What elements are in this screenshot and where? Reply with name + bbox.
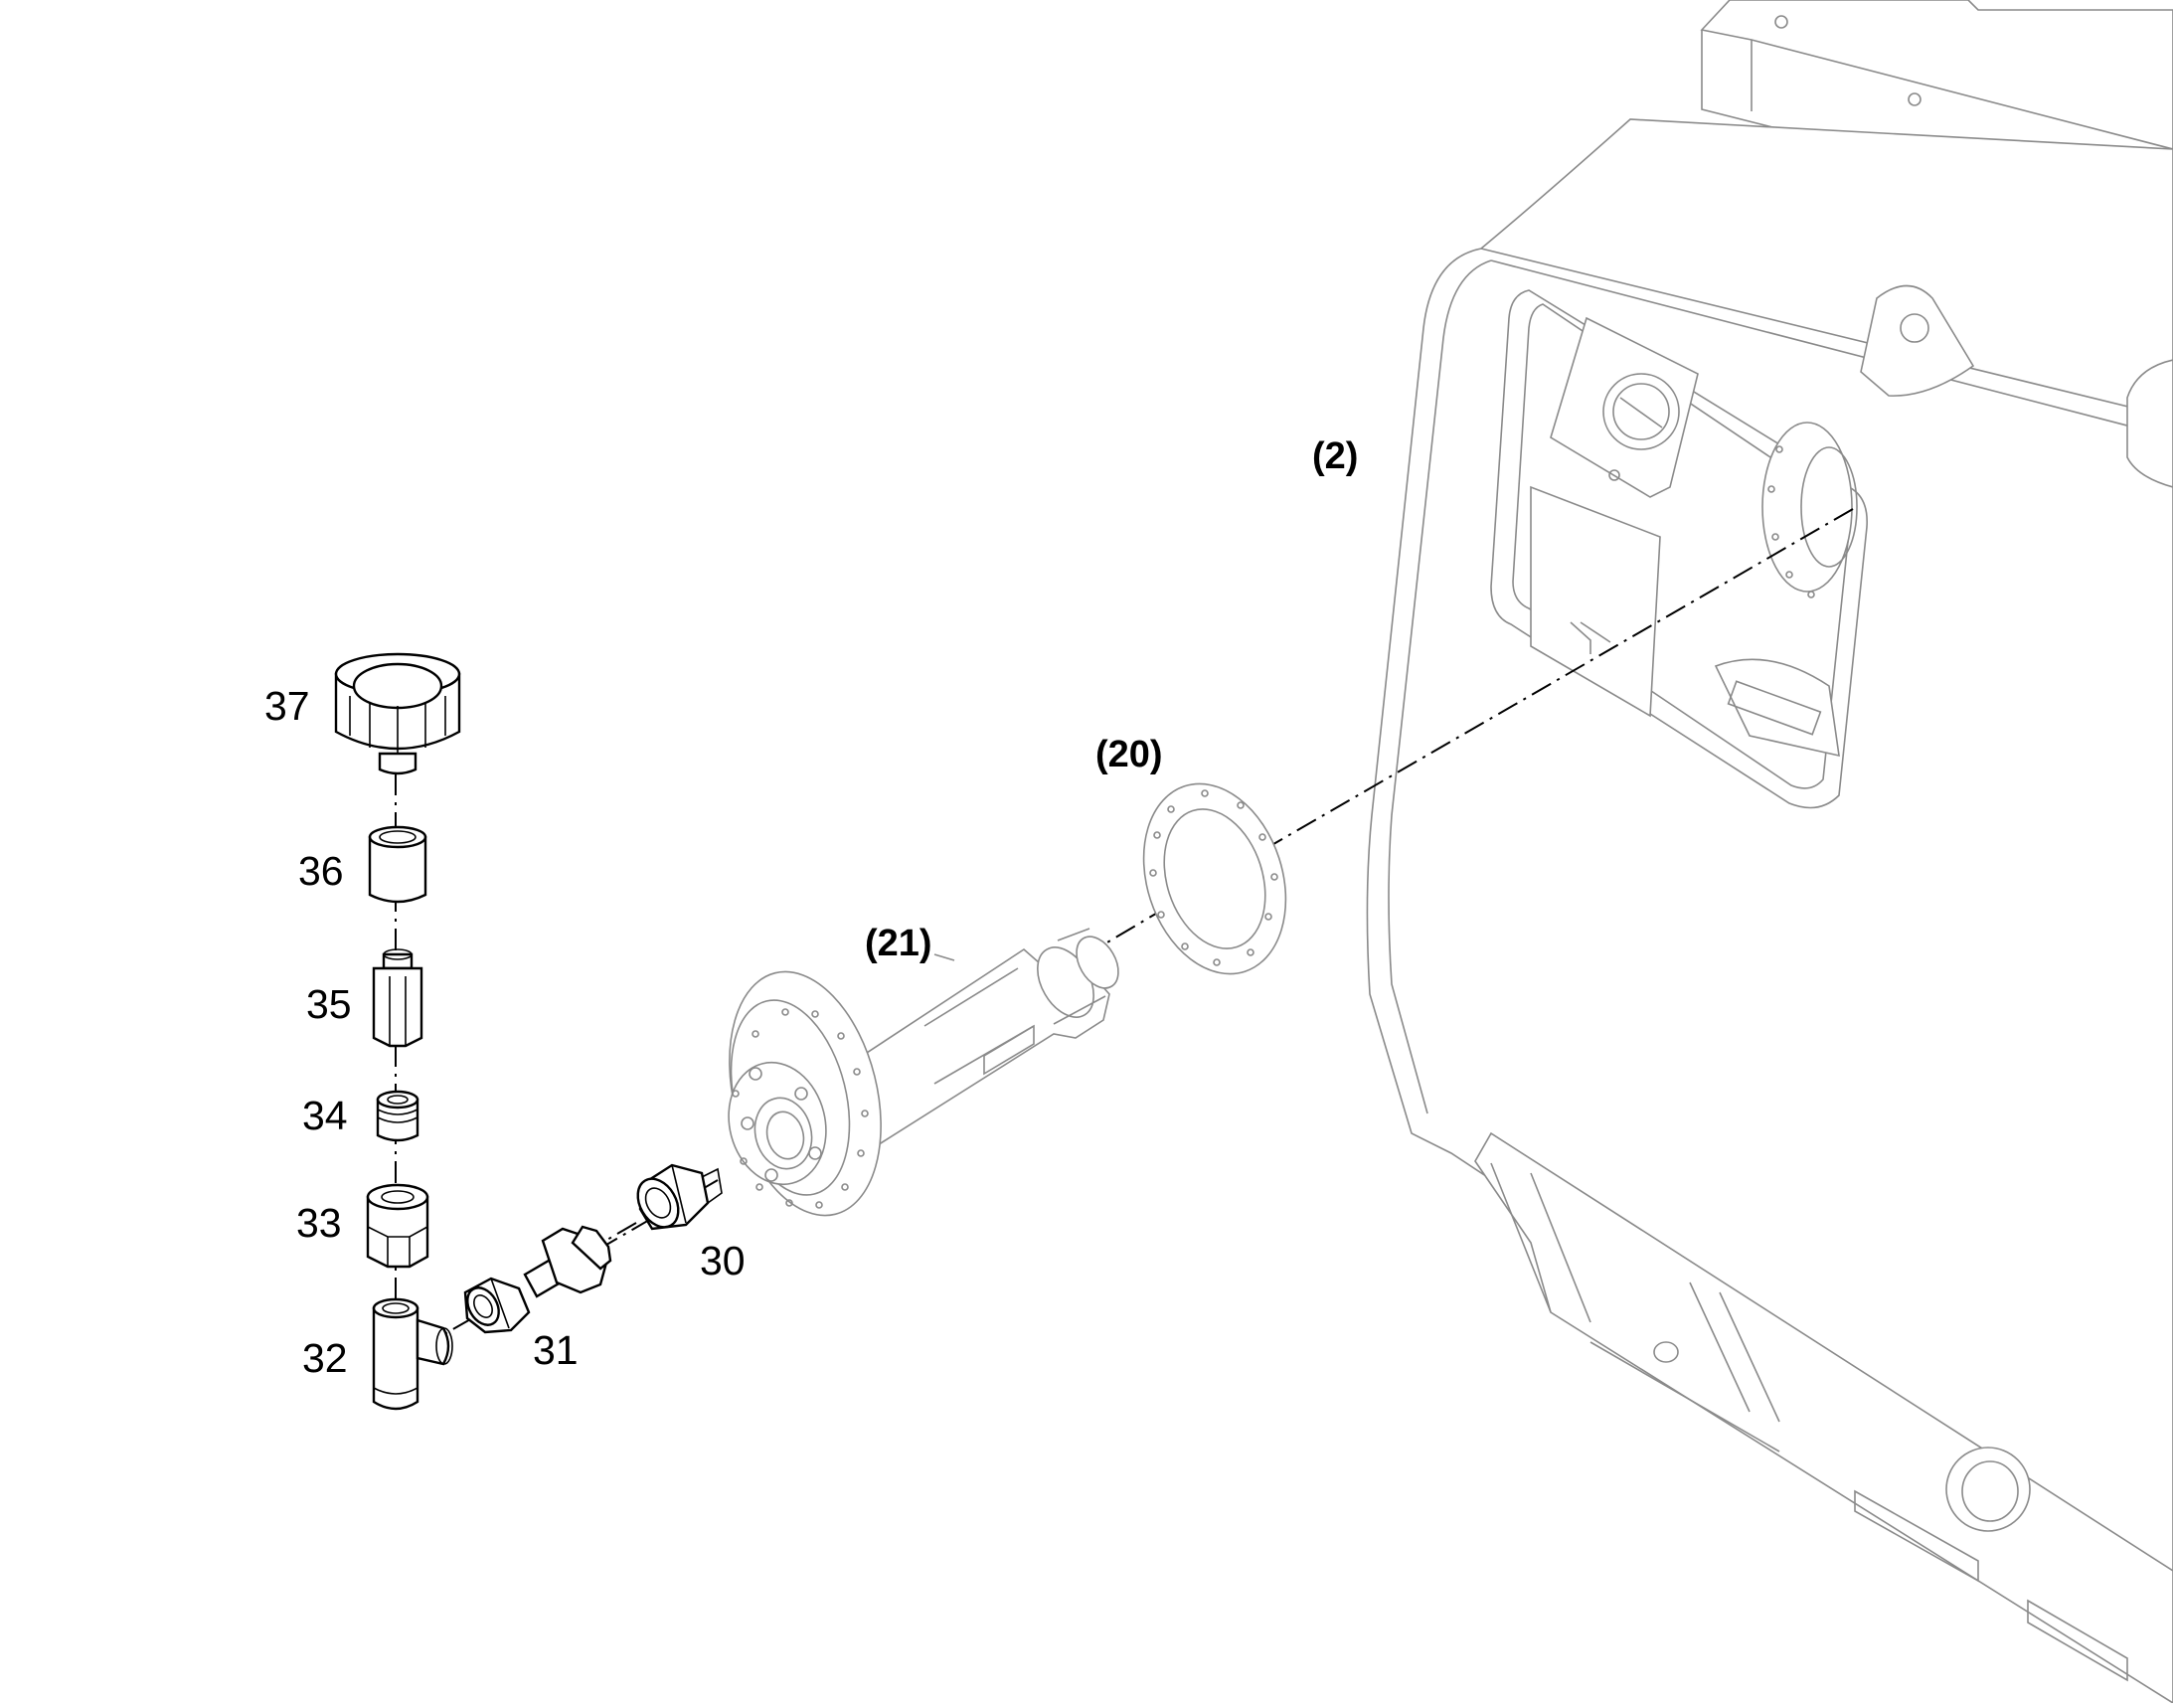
flange-shaft-part-21 [728,928,1119,1217]
leader-line-21 [933,953,955,961]
callout-35: 35 [306,981,352,1027]
gasket-part-20 [1142,782,1287,975]
tee-fitting-part-32 [372,1297,453,1411]
callout-37: 37 [264,683,310,729]
callout-33: 33 [296,1200,342,1246]
callout-36: 36 [298,848,344,894]
hex-nut-part-33 [366,1183,429,1269]
union-fitting-part-30 [636,1163,723,1231]
nipple-part-34 [376,1090,419,1142]
sleeve-part-36 [368,825,427,904]
callout-31: 31 [533,1327,579,1373]
breather-cap-part-37 [334,652,461,775]
housing-part-2 [1366,0,2173,1704]
callout-34: 34 [302,1093,348,1138]
pipe-assembly-part-31 [463,1225,612,1334]
callout-21: (21) [865,923,932,964]
hex-extension-part-35 [372,948,423,1048]
callout-2: (2) [1312,435,1359,477]
callout-32: 32 [302,1335,348,1381]
callout-30: 30 [700,1238,746,1283]
callout-20: (20) [1095,734,1163,775]
